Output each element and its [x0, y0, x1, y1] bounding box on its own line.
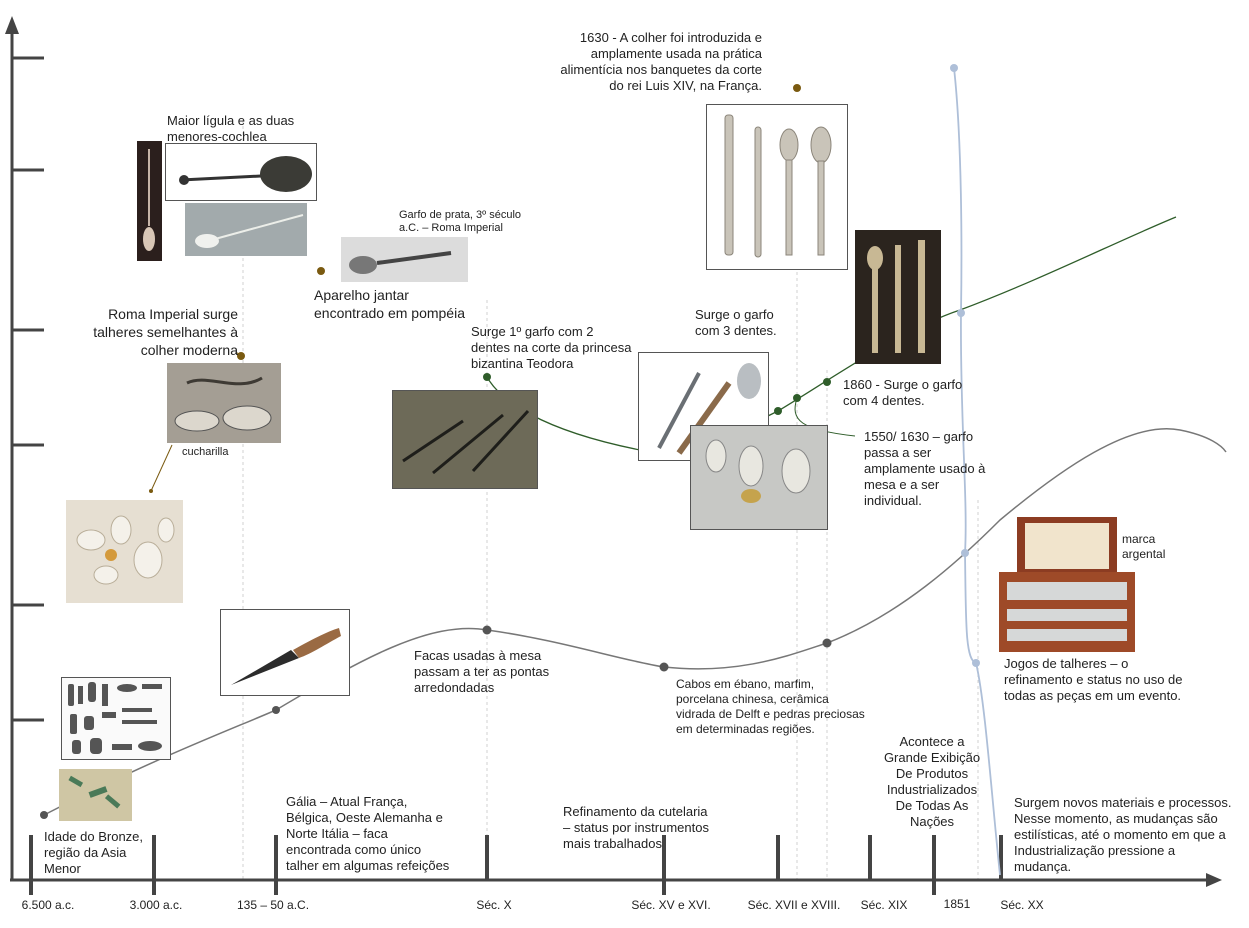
silver-cutlery-1630-image — [706, 104, 848, 270]
four-prong-cutlery-image — [855, 230, 941, 364]
shell-spoons-image — [66, 500, 183, 603]
green-curve — [486, 216, 1177, 452]
label-garfo-4-dentes: 1860 - Surge o garfo com 4 dentes. — [843, 377, 963, 408]
label-ligula-cochlea: Maior lígula e as duas menores-cochlea — [167, 113, 295, 144]
tick-label-sec-x: Séc. X — [476, 898, 512, 912]
label-facas-arredondadas: Facas usadas à mesa passam a ter as pont… — [414, 648, 550, 695]
tick-label-6500: 6.500 a.c. — [21, 898, 75, 912]
label-cabos: Cabos em ébano, marfim, porcelana chines… — [676, 677, 865, 736]
tick-label-sec-xv-xvi: Séc. XV e XVI. — [631, 898, 711, 912]
metal-spoon-image — [185, 203, 307, 256]
label-garfo-2-dentes: Surge 1º garfo com 2 dentes na corte da … — [471, 324, 632, 371]
silver-fork-image — [341, 237, 468, 282]
label-garfo-prata: Garfo de prata, 3º século a.C. – Roma Im… — [399, 209, 522, 234]
label-novos-materiais: Surgem novos materiais e processos. Ness… — [1014, 795, 1232, 874]
label-roma-imperial: Roma Imperial surge talheres semelhantes… — [93, 306, 238, 358]
bronze-artifacts-image — [59, 769, 132, 821]
label-bronze-age: Idade do Bronze, região da Asia Menor — [44, 829, 144, 876]
label-garfo-1550: 1550/ 1630 – garfo passa a ser amplament… — [864, 429, 986, 508]
label-cucharilla: cucharilla — [182, 446, 229, 458]
tick-label-135-50: 135 – 50 a.C. — [236, 898, 310, 912]
tick-label-sec-xx: Séc. XX — [1000, 898, 1044, 912]
blue-curve — [953, 67, 1001, 876]
ligula-spoon-image — [137, 141, 162, 261]
cutlery-chest-image — [999, 517, 1135, 652]
gallic-knife-image — [220, 609, 350, 696]
tick-label-sec-xix: Séc. XIX — [860, 898, 908, 912]
x-ticks — [29, 835, 1003, 895]
tick-label-sec-xvii-xviii: Séc. XVII e XVIII. — [747, 898, 841, 912]
label-jogos-talheres: Jogos de talheres – o refinamento e stat… — [1004, 656, 1183, 703]
label-colher-1630: 1630 - A colher foi introduzida e amplam… — [560, 30, 762, 93]
label-refinamento: Refinamento da cutelaria – status por in… — [563, 804, 709, 851]
bronze-tools-image — [61, 677, 171, 760]
label-marca-argental: marca argental — [1122, 532, 1166, 561]
axes — [5, 16, 1222, 887]
label-galia: Gália – Atual França, Bélgica, Oeste Ale… — [286, 794, 450, 873]
ornate-serving-pieces-image — [690, 425, 828, 530]
label-pompeia: Aparelho jantar encontrado em pompéia — [314, 287, 465, 321]
cochlea-spoon-image — [165, 143, 317, 201]
tick-label-1851: 1851 — [943, 897, 971, 911]
label-garfo-3-dentes: Surge o garfo com 3 dentes. — [695, 307, 777, 338]
dots — [40, 64, 980, 819]
tick-label-3000: 3.000 a.c. — [129, 898, 183, 912]
byzantine-fork-image — [392, 390, 538, 489]
label-grande-exibicao: Acontece a Grande Exibição De Produtos I… — [883, 734, 981, 829]
roman-spoon-engraving-image — [167, 363, 281, 443]
